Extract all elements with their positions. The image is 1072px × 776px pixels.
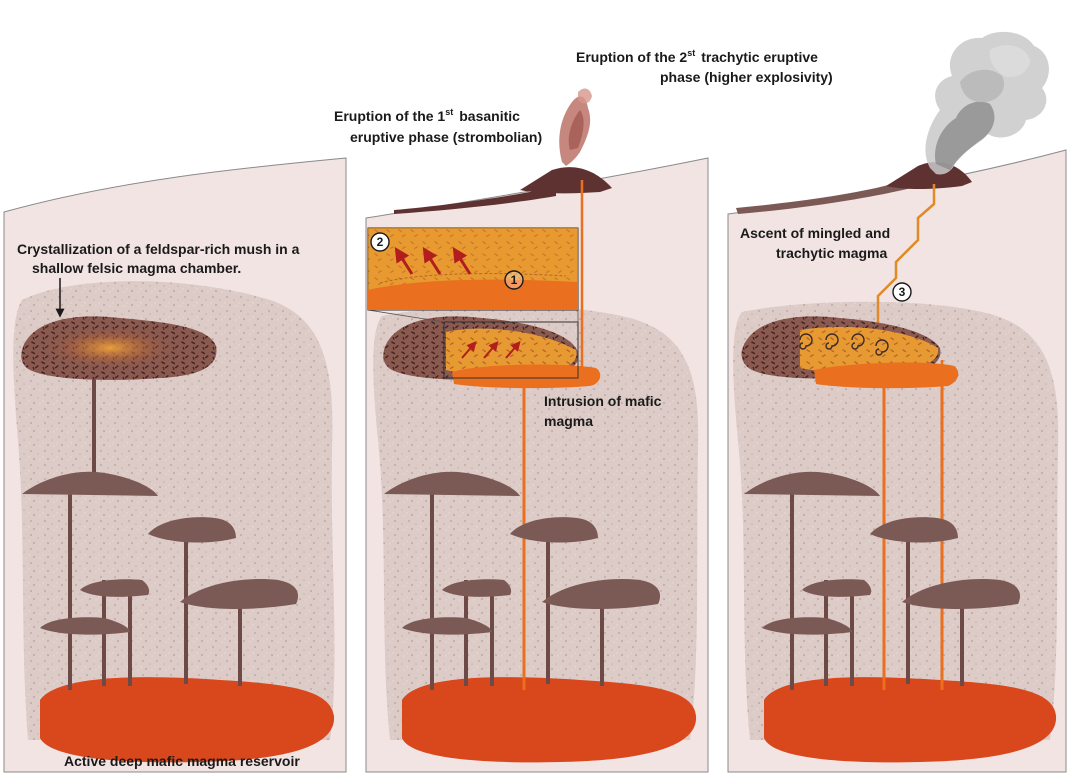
svg-text:Crystallization of a feldspar-: Crystallization of a feldspar-rich mush … <box>17 241 303 276</box>
label-eruption2-l1a: Eruption of the 2 <box>576 49 687 65</box>
label-intrusion-l2: magma <box>544 413 593 429</box>
deep-mafic-reservoir-1 <box>40 677 335 763</box>
conduits-3 <box>790 492 964 690</box>
marker-1: 1 <box>504 270 524 290</box>
svg-text:Ascent of mingled and tr: Ascent of mingled and trachytic magma <box>740 225 894 261</box>
deep-mafic-reservoir-3 <box>764 677 1057 763</box>
svg-text:2: 2 <box>377 235 384 249</box>
ascent-path-3 <box>876 184 936 350</box>
label-eruption2-l2: phase (higher explosivity) <box>660 69 833 85</box>
label-deep-reservoir: Active deep mafic magma reservoir <box>64 753 300 769</box>
sills-2 <box>384 471 661 635</box>
panel-2: 2 1 Eruption of the 1st basanitic eruptiv… <box>334 88 709 773</box>
label-intrusion-l1: Intrusion of mafic <box>544 393 662 409</box>
volcano-2 <box>520 167 612 194</box>
sills-3 <box>744 471 1021 635</box>
lava-flow-3 <box>736 176 920 214</box>
deep-mafic-reservoir-2 <box>402 677 697 763</box>
label-eruption1-sup: st <box>445 107 453 117</box>
small-arrows-2 <box>461 340 521 359</box>
sills-1 <box>22 471 299 635</box>
mafic-intrusion-3 <box>814 362 959 389</box>
svg-text:1: 1 <box>511 273 518 287</box>
svg-text:3: 3 <box>899 285 906 299</box>
label-crystallization-l1: Crystallization of a feldspar-rich mush … <box>17 241 300 257</box>
zoom-inset: 2 1 <box>367 227 579 311</box>
mingling-swirls-3 <box>799 333 889 356</box>
label-eruption1-l1a: Eruption of the 1 <box>334 108 445 124</box>
marker-2: 2 <box>370 232 390 252</box>
label-eruption1-l2: eruptive phase (strombolian) <box>350 129 542 145</box>
label-ascent-l2: trachytic magma <box>776 245 887 261</box>
label-eruption1-l1b: basanitic <box>459 108 520 124</box>
lava-flow-2 <box>394 188 556 214</box>
svg-text:Intrusion of mafic magma: Intrusion of mafic magma <box>544 393 665 429</box>
zoom-frame-small <box>443 321 579 379</box>
label-eruption2-l1b: trachytic eruptive <box>701 49 818 65</box>
label-ascent-l1: Ascent of mingled and <box>740 225 890 241</box>
panel-3: 3 Eruption of the 2st trachytic eruptive … <box>576 31 1067 773</box>
volcano-3 <box>886 162 972 189</box>
mafic-intrusion-2 <box>452 364 601 389</box>
label-crystallization-l2: shallow felsic magma chamber. <box>32 260 241 276</box>
label-eruption2-sup: st <box>687 48 695 58</box>
panel-1: Crystallization of a feldspar-rich mush … <box>3 157 347 773</box>
marker-3: 3 <box>892 282 912 302</box>
